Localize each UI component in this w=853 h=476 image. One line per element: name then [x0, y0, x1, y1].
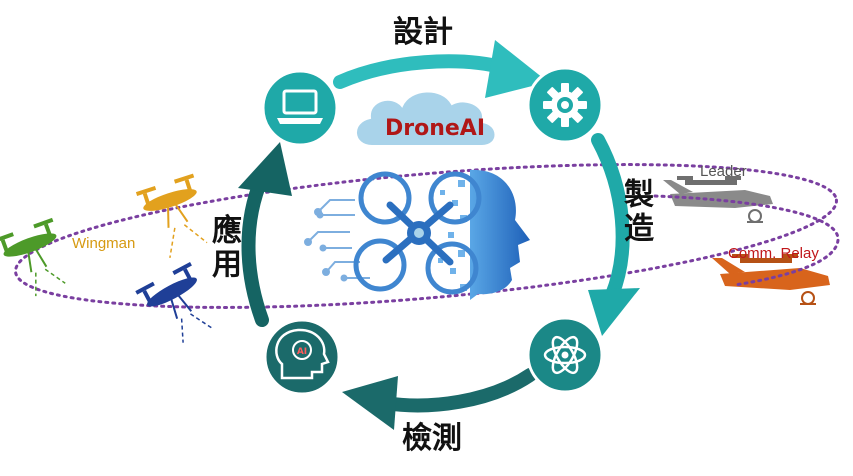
arrow-bottom-inspect — [378, 368, 537, 413]
drone-label-relay: Comm. Relay — [728, 245, 819, 262]
cloud-label: DroneAI — [385, 116, 486, 141]
cycle-ring — [238, 40, 640, 430]
orbit-path — [14, 163, 838, 309]
drone-yellow-quadcopter[interactable] — [135, 173, 216, 262]
ai-head-icon: AI — [275, 328, 330, 380]
arrow-right-manufacture — [591, 133, 630, 302]
cloud-shape — [355, 90, 497, 147]
arrow-left-apply — [241, 171, 269, 327]
arrowhead-top — [485, 40, 548, 98]
stage-label-inspect: 檢測 — [402, 421, 462, 456]
orbit-front-segment — [653, 194, 840, 287]
ai-badge: AI — [297, 347, 307, 357]
node-manufacture[interactable] — [526, 66, 604, 144]
drone-label-wingman: Wingman — [72, 235, 136, 252]
arrowhead-right — [588, 288, 640, 336]
drone-label-leader: Leader — [700, 163, 747, 180]
node-design[interactable] — [261, 69, 339, 147]
stage-label-apply: 應用 — [206, 214, 241, 282]
drone-green-quadcopter[interactable] — [0, 217, 75, 303]
drone-leader[interactable] — [663, 176, 773, 223]
arrowhead-left — [238, 142, 292, 196]
center-drone-face-graphic — [304, 169, 530, 300]
arrowhead-bottom — [342, 376, 398, 430]
drone-navy-quadcopter[interactable] — [135, 262, 222, 351]
laptop-icon — [277, 89, 323, 124]
arrow-top-design — [333, 54, 512, 89]
stage-label-design: 設計 — [393, 15, 453, 50]
node-apply[interactable]: AI — [263, 318, 341, 396]
atom-icon — [543, 335, 587, 375]
drone-relay[interactable] — [712, 254, 830, 305]
gear-icon — [543, 83, 587, 127]
stage-label-manufacture: 製造 — [618, 178, 653, 246]
node-inspect[interactable] — [526, 316, 604, 394]
